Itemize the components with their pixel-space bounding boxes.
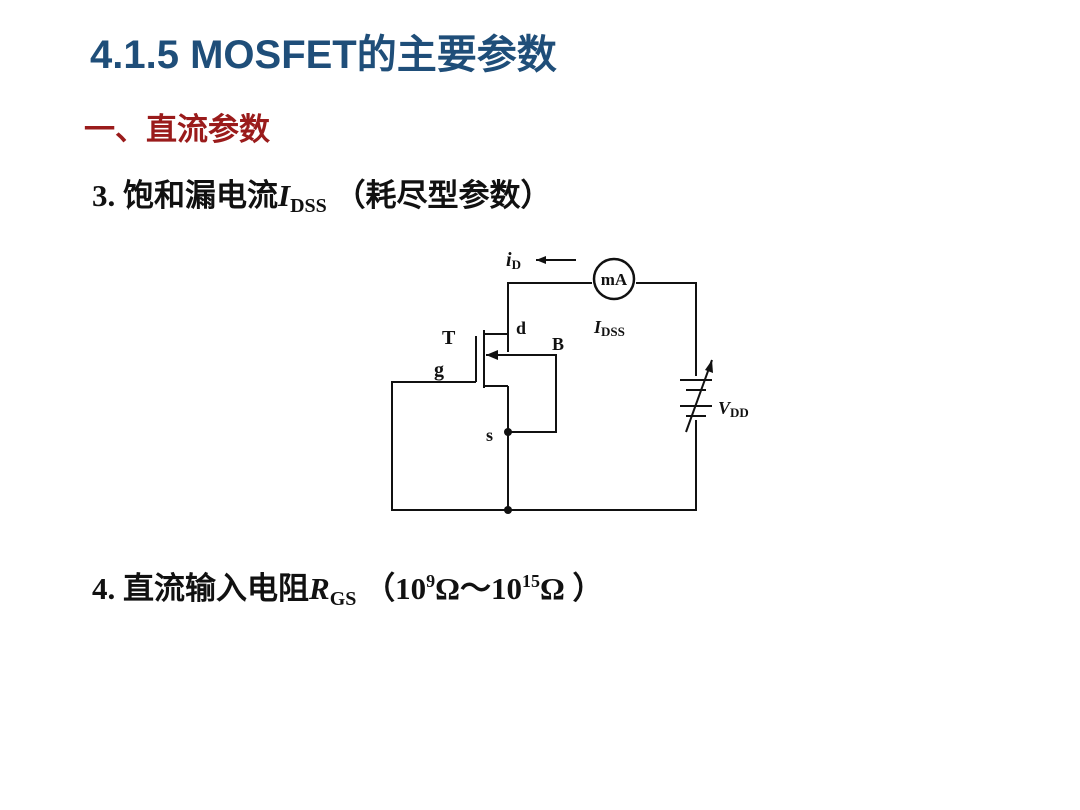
milliammeter: [592, 257, 636, 301]
item4-symbol: R: [309, 571, 330, 606]
wire-meter-to-battery: [636, 282, 697, 376]
current-arrow-head: [536, 256, 546, 264]
slide-title: 4.1.5 MOSFET的主要参数: [90, 33, 557, 77]
item4-exponent-high: 15: [521, 571, 540, 591]
bulk-arrow-head: [486, 350, 498, 360]
label-iD: iD: [506, 249, 521, 272]
item4-note-mid: Ω～10: [435, 571, 522, 606]
item4-note-open: （10: [364, 571, 427, 606]
meter-label: mA: [601, 270, 628, 289]
section-heading: 一、直流参数: [84, 112, 270, 148]
variable-arrow-head: [705, 360, 713, 373]
label-g: g: [434, 359, 444, 381]
item3-subscript: DSS: [290, 195, 327, 217]
label-T: T: [442, 327, 456, 349]
label-IDSS: IDSS: [593, 317, 625, 339]
wire-drain-to-meter: [507, 282, 592, 352]
source-node-dot: [504, 428, 512, 436]
wire-bulk-to-source: [486, 354, 557, 433]
label-B: B: [552, 334, 564, 354]
item4-prefix: 4. 直流输入电阻: [92, 571, 309, 606]
item3-note: （耗尽型参数）: [334, 178, 552, 213]
item3-symbol: I: [278, 178, 291, 213]
label-d: d: [516, 318, 526, 338]
variable-source-arrow: [685, 359, 713, 433]
label-VDD: VDD: [718, 398, 749, 420]
item4-note-close: Ω ）: [539, 571, 604, 606]
wire-battery-to-bottom: [391, 381, 697, 511]
mosfet-idss-test-circuit: iD mA IDSS T d g B s VDD: [391, 249, 749, 514]
item4-subscript: GS: [329, 588, 357, 610]
item3-prefix: 3. 饱和漏电流: [92, 178, 278, 213]
label-s: s: [486, 425, 493, 445]
item-dc-input-resistance: 4. 直流输入电阻RGS （109Ω～1015Ω ）: [92, 563, 604, 611]
item4-exponent-low: 9: [426, 571, 436, 591]
bottom-node-dot: [504, 506, 512, 514]
item-saturation-drain-current: 3. 饱和漏电流IDSS （耗尽型参数）: [92, 170, 552, 218]
